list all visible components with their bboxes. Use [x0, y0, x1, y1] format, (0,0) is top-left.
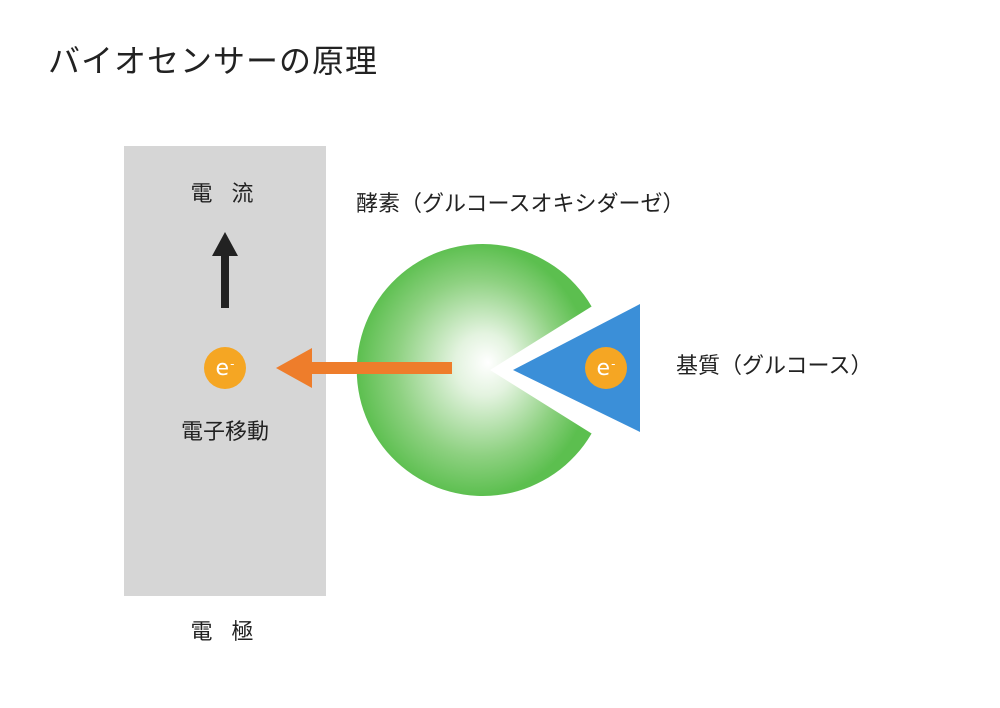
diagram-title: バイオセンサーの原理 [48, 42, 379, 80]
electron-icon-electrode: e- [204, 347, 246, 389]
electron-transfer-arrow [276, 348, 452, 388]
substrate-label: 基質（グルコース） [676, 354, 873, 379]
enzyme-shape [356, 244, 592, 496]
current-arrow [212, 232, 238, 308]
electron-move-label: 電子移動 [180, 420, 269, 445]
electron-symbol: e [215, 355, 230, 381]
substrate-shape [513, 304, 640, 432]
electron-charge: - [611, 357, 616, 371]
current-label: 電 流 [190, 182, 260, 207]
electrode-label: 電 極 [190, 620, 260, 645]
electron-charge: - [230, 357, 235, 371]
enzyme-label: 酵素（グルコースオキシダーゼ） [356, 192, 685, 217]
electron-icon-substrate: e- [585, 347, 627, 389]
electron-symbol: e [596, 355, 611, 381]
